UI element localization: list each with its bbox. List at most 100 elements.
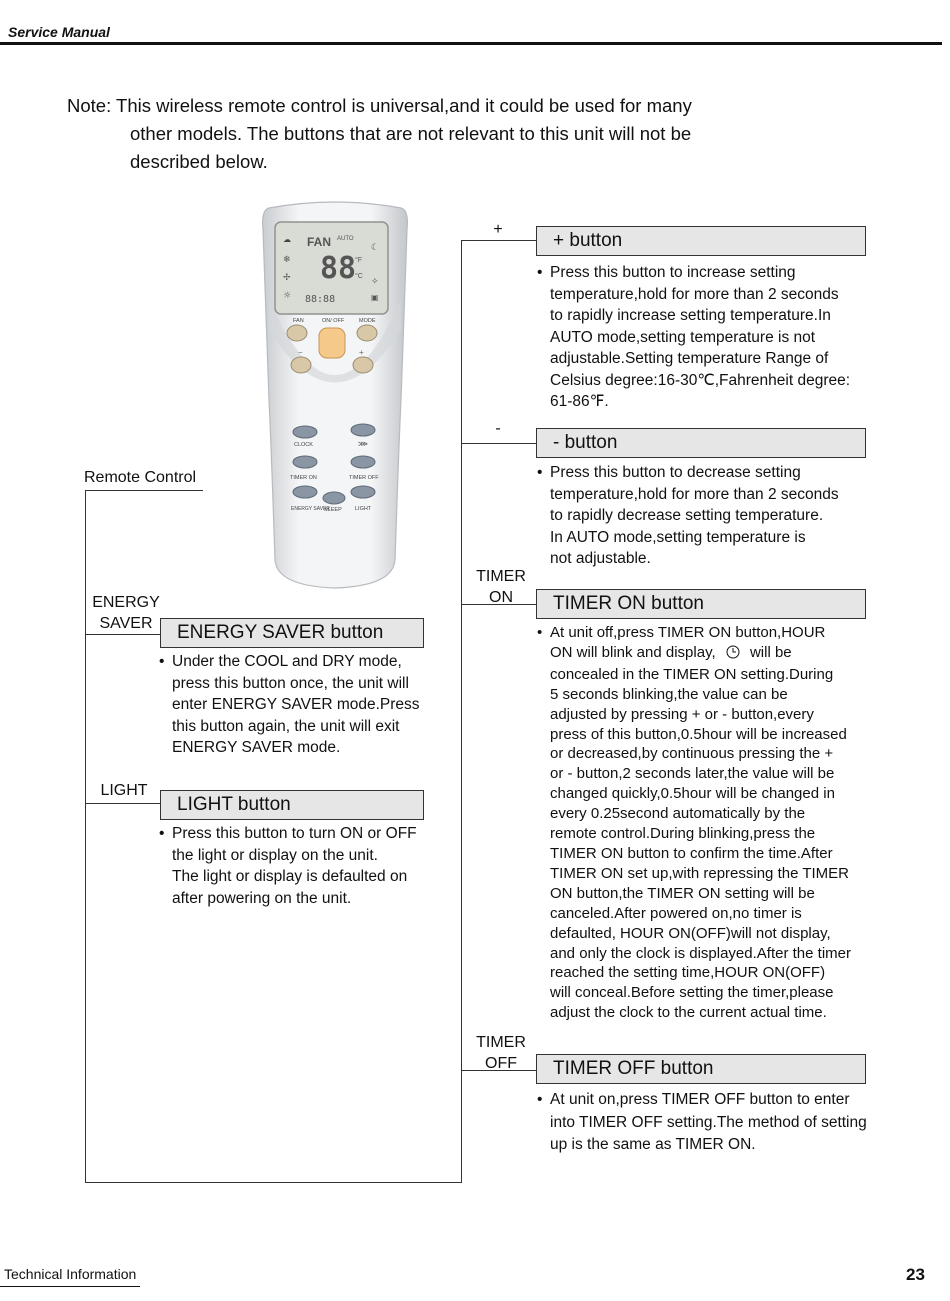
on-off-key[interactable]	[318, 327, 346, 359]
timer-off-label: TIMER OFF	[471, 1032, 531, 1074]
energy-saver-key[interactable]	[292, 485, 318, 499]
timer-on-key[interactable]	[292, 455, 318, 469]
timer-off-label-line-1: TIMER	[476, 1034, 526, 1051]
lcd-fan-icon: ✢	[283, 273, 291, 283]
minus-key[interactable]	[290, 356, 312, 374]
note-paragraph: Note: This wireless remote control is un…	[67, 92, 787, 176]
timer-off-desc-line: At unit on,press TIMER OFF button to ent…	[550, 1091, 850, 1108]
timer-on-label-line-2: ON	[489, 589, 513, 606]
plus-desc-line: AUTO mode,setting temperature is not	[550, 328, 816, 346]
lcd-cool-icon: ❄	[283, 255, 291, 265]
lcd-heat-icon: ☼	[283, 291, 291, 301]
key-onoff-label: ON/ OFF	[322, 318, 345, 324]
timer-off-label-line-2: OFF	[485, 1055, 517, 1072]
timer-on-label: TIMER ON	[471, 566, 531, 608]
remote-control-image: ☁ FAN AUTO 88 °F °C ❄ ✢ ☼ 88:88 ☾ ✧ ▣ FA…	[262, 201, 408, 589]
timer-on-desc-line-with-icon: ON will blink and display, will be	[550, 643, 890, 665]
page-number: 23	[906, 1265, 925, 1284]
swing-icon: ⋙	[358, 440, 368, 448]
energy-saver-label: ENERGY SAVER	[86, 592, 166, 634]
timer-on-desc-line: adjusted by pressing + or - button,every	[550, 705, 814, 723]
energy-saver-button-heading: ENERGY SAVER button	[160, 618, 424, 648]
plus-desc-line: adjustable.Setting temperature Range of	[550, 350, 829, 367]
fan-key[interactable]	[286, 324, 308, 342]
plus-key[interactable]	[352, 356, 374, 374]
lcd-unit-f: °F	[355, 256, 362, 264]
plus-desc-line: Press this button to increase setting	[550, 264, 796, 281]
key-timer-off-label: TIMER OFF	[349, 475, 379, 481]
bullet-icon: •	[537, 1091, 543, 1108]
timer-off-desc-line: up is the same as TIMER ON.	[550, 1136, 756, 1153]
mode-key[interactable]	[356, 324, 378, 342]
clock-icon	[726, 645, 740, 665]
timer-on-desc-line: concealed in the TIMER ON setting.During	[550, 665, 834, 683]
left-vertical-line	[85, 490, 86, 1182]
key-plus-label: +	[359, 348, 364, 357]
timer-on-desc-line: or - button,2 seconds later,the value wi…	[550, 765, 835, 783]
light-key[interactable]	[350, 485, 376, 499]
timer-on-desc-line: reached the setting time,HOUR ON(OFF)	[550, 964, 826, 982]
light-connector	[85, 803, 161, 804]
timer-on-label-line-1: TIMER	[476, 568, 526, 585]
minus-desc-line: temperature,hold for more than 2 seconds	[550, 485, 839, 503]
key-minus-label: −	[298, 348, 303, 357]
lcd-screen	[274, 221, 389, 315]
header-title: Service Manual	[8, 24, 110, 40]
note-line-1: Note: This wireless remote control is un…	[67, 95, 692, 116]
bullet-icon: •	[537, 624, 543, 641]
energy-saver-label-line-2: SAVER	[99, 615, 153, 632]
minus-connector	[461, 443, 537, 444]
minus-button-heading: - button	[536, 428, 866, 458]
clock-key[interactable]	[292, 425, 318, 439]
lcd-auto-text: AUTO	[337, 236, 354, 242]
timer-on-desc-line: and only the clock is displayed.After th…	[550, 944, 851, 962]
timer-on-desc-line: 5 seconds blinking,the value can be	[550, 685, 788, 703]
light-label: LIGHT	[100, 782, 148, 799]
energy-desc-line: Under the COOL and DRY mode,	[172, 653, 402, 670]
energy-desc-line: enter ENERGY SAVER mode.Press	[172, 696, 420, 713]
key-sleep-label: SLEEP	[324, 507, 342, 513]
timer-on-desc-line: At unit off,press TIMER ON button,HOUR	[550, 624, 826, 641]
energy-desc-line: this button again, the unit will exit	[172, 717, 400, 735]
energy-desc-line: ENERGY SAVER mode.	[172, 739, 341, 756]
light-button-heading: LIGHT button	[160, 790, 424, 820]
energy-connector	[85, 634, 161, 635]
light-desc-line: The light or display is defaulted on	[172, 868, 408, 885]
lcd-fan-glyph: ☁	[283, 235, 291, 244]
bullet-icon: •	[537, 464, 543, 481]
timer-off-button-description: • At unit on,press TIMER OFF button to e…	[537, 1089, 890, 1157]
plus-button-description: • Press this button to increase setting …	[537, 262, 880, 413]
lcd-unit-c: °C	[355, 272, 363, 280]
timer-off-key[interactable]	[350, 455, 376, 469]
timer-on-desc-line: ON button,the TIMER ON setting will be	[550, 884, 815, 902]
plus-button-heading: + button	[536, 226, 866, 256]
note-line-3: described below.	[130, 151, 268, 172]
swing-key[interactable]	[350, 423, 376, 437]
energy-desc-line: press this button once, the unit will	[172, 674, 409, 692]
timer-on-connector	[461, 604, 537, 605]
minus-desc-line: In AUTO mode,setting temperature is	[550, 528, 806, 546]
plus-connector	[461, 240, 537, 241]
timer-on-desc-text: ON will blink and display,	[550, 643, 716, 661]
timer-on-desc-line: canceled.After powered on,no timer is	[550, 904, 802, 922]
timer-on-desc-line: remote control.During blinking,press the	[550, 825, 816, 843]
plus-desc-line: Celsius degree:16-30℃,Fahrenheit degree:	[550, 371, 851, 389]
remote-control-caption: Remote Control	[84, 469, 197, 486]
minus-label: -	[495, 420, 501, 437]
sleep-key[interactable]	[322, 491, 346, 505]
plus-desc-line: 61-86℉.	[550, 393, 609, 410]
lcd-lock-icon: ▣	[371, 293, 379, 302]
timer-off-button-heading: TIMER OFF button	[536, 1054, 866, 1084]
remote-caption-underline	[85, 490, 203, 491]
minus-desc-line: to rapidly decrease setting temperature.	[550, 507, 824, 524]
timer-on-desc-line: or decreased,by continuous pressing the …	[550, 745, 834, 763]
energy-saver-button-description: • Under the COOL and DRY mode, press thi…	[159, 651, 447, 759]
bullet-icon: •	[159, 653, 165, 670]
key-mode-label: MODE	[359, 318, 376, 324]
timer-on-button-description: • At unit off,press TIMER ON button,HOUR…	[537, 623, 890, 1023]
key-energy-label: ENERGY SAVER	[291, 506, 330, 512]
lcd-digits: 88	[320, 251, 356, 286]
timer-on-desc-line: adjust the clock to the current actual t…	[550, 1004, 827, 1022]
light-button-description: • Press this button to turn ON or OFF th…	[159, 823, 447, 909]
minus-desc-line: not adjustable.	[550, 550, 651, 567]
